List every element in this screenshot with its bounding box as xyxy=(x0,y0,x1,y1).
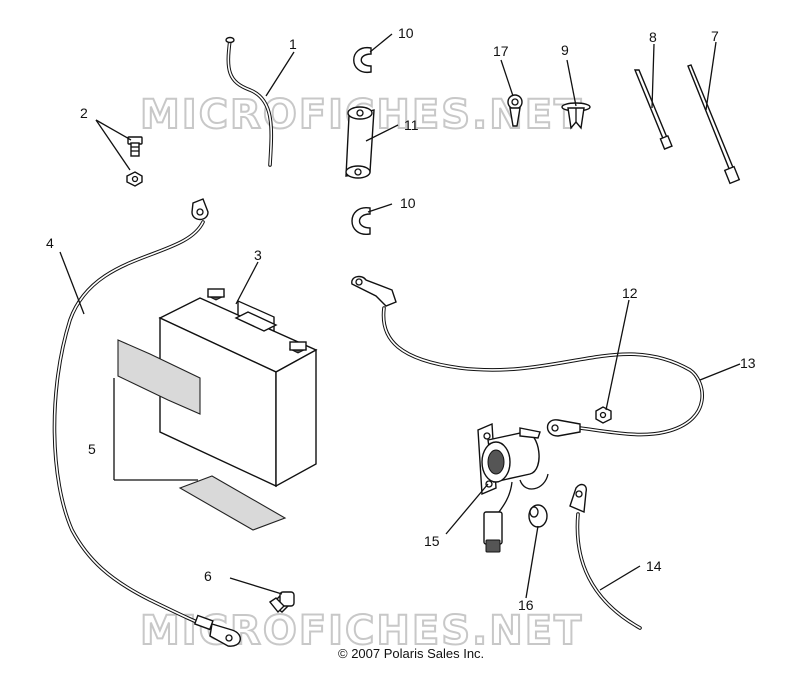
callout-17: 17 xyxy=(493,43,509,59)
ground-cable xyxy=(569,483,642,630)
callout-15: 15 xyxy=(424,533,440,549)
callout-16: 16 xyxy=(518,597,534,613)
callout-8: 8 xyxy=(649,29,657,45)
callout-6: 6 xyxy=(204,568,212,584)
starter-solenoid xyxy=(477,422,549,553)
callout-9: 9 xyxy=(561,42,569,58)
hose-clamp-lower xyxy=(351,207,371,235)
cable-nut xyxy=(595,406,612,424)
callout-3: 3 xyxy=(254,247,262,263)
callout-1: 1 xyxy=(289,36,297,52)
positive-cable xyxy=(351,275,704,437)
callout-2: 2 xyxy=(80,105,88,121)
copyright-notice: © 2007 Polaris Sales Inc. xyxy=(338,646,485,661)
callout-14: 14 xyxy=(646,558,662,574)
cable-tie-long xyxy=(687,64,741,185)
battery-pads xyxy=(117,339,287,531)
negative-cable xyxy=(52,198,241,647)
callout-10-top: 10 xyxy=(398,25,414,41)
callout-7: 7 xyxy=(711,28,719,44)
callout-12: 12 xyxy=(622,285,638,301)
hose-clamp-top xyxy=(353,47,372,73)
callout-11: 11 xyxy=(404,117,419,133)
cable-tie-short xyxy=(633,69,673,150)
callout-4: 4 xyxy=(46,235,54,251)
vent-tube xyxy=(225,36,274,167)
hold-down-bracket xyxy=(345,106,375,179)
terminal-cap xyxy=(528,504,548,528)
clip xyxy=(507,94,523,127)
callout-numbers: 1 2 3 4 5 6 7 8 9 10 11 10 12 13 14 15 1… xyxy=(46,25,756,613)
screw xyxy=(268,591,295,614)
callout-5: 5 xyxy=(88,441,96,457)
callout-10-lower: 10 xyxy=(400,195,416,211)
leader-lines xyxy=(59,33,741,599)
callout-13: 13 xyxy=(740,355,756,371)
battery xyxy=(158,288,318,488)
terminal-bolt-and-nut xyxy=(126,136,143,187)
